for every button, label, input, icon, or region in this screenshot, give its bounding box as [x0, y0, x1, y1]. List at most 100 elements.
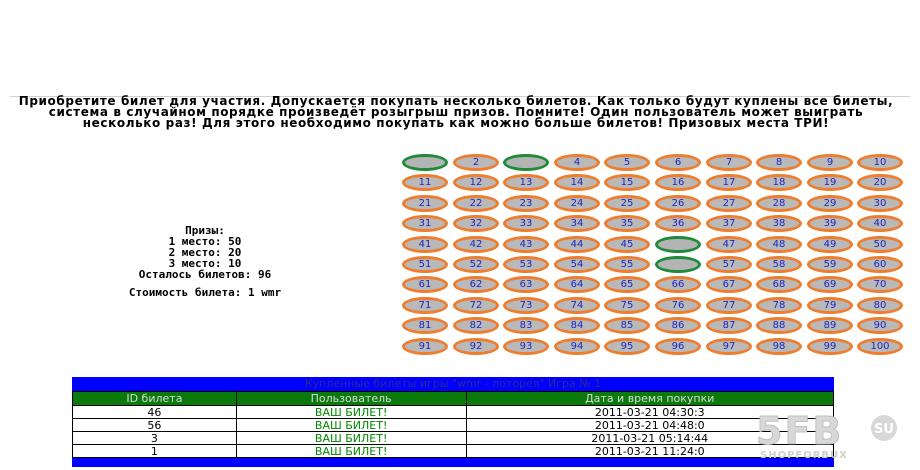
- ticket-81[interactable]: 81: [402, 317, 448, 334]
- ticket-90[interactable]: 90: [857, 317, 903, 334]
- ticket-76[interactable]: 76: [655, 297, 701, 314]
- ticket-67[interactable]: 67: [706, 276, 752, 293]
- ticket-40[interactable]: 40: [857, 215, 903, 232]
- ticket-30[interactable]: 30: [857, 195, 903, 212]
- ticket-5[interactable]: 5: [604, 154, 650, 171]
- ticket-28[interactable]: 28: [756, 195, 802, 212]
- ticket-18[interactable]: 18: [756, 174, 802, 191]
- ticket-70[interactable]: 70: [857, 276, 903, 293]
- ticket-4[interactable]: 4: [554, 154, 600, 171]
- ticket-price: Стоимость билета: 1 wmr: [128, 286, 282, 299]
- ticket-51[interactable]: 51: [402, 256, 448, 273]
- ticket-6[interactable]: 6: [655, 154, 701, 171]
- ticket-74[interactable]: 74: [554, 297, 600, 314]
- ticket-45[interactable]: 45: [604, 236, 650, 253]
- ticket-96[interactable]: 96: [655, 338, 701, 355]
- ticket-42[interactable]: 42: [453, 236, 499, 253]
- ticket-7[interactable]: 7: [706, 154, 752, 171]
- ticket-32[interactable]: 32: [453, 215, 499, 232]
- ticket-99[interactable]: 99: [807, 338, 853, 355]
- ticket-72[interactable]: 72: [453, 297, 499, 314]
- ticket-31[interactable]: 31: [402, 215, 448, 232]
- cell-id: 46: [72, 405, 237, 419]
- ticket-9[interactable]: 9: [807, 154, 853, 171]
- ticket-33[interactable]: 33: [503, 215, 549, 232]
- ticket-60[interactable]: 60: [857, 256, 903, 273]
- ticket-20[interactable]: 20: [857, 174, 903, 191]
- ticket-38[interactable]: 38: [756, 215, 802, 232]
- ticket-58[interactable]: 58: [756, 256, 802, 273]
- ticket-34[interactable]: 34: [554, 215, 600, 232]
- ticket-11[interactable]: 11: [402, 174, 448, 191]
- ticket-22[interactable]: 22: [453, 195, 499, 212]
- ticket-41[interactable]: 41: [402, 236, 448, 253]
- ticket-23[interactable]: 23: [503, 195, 549, 212]
- ticket-100[interactable]: 100: [857, 338, 903, 355]
- ticket-43[interactable]: 43: [503, 236, 549, 253]
- ticket-73[interactable]: 73: [503, 297, 549, 314]
- ticket-57[interactable]: 57: [706, 256, 752, 273]
- ticket-59[interactable]: 59: [807, 256, 853, 273]
- ticket-91[interactable]: 91: [402, 338, 448, 355]
- ticket-52[interactable]: 52: [453, 256, 499, 273]
- ticket-97[interactable]: 97: [706, 338, 752, 355]
- ticket-53[interactable]: 53: [503, 256, 549, 273]
- ticket-75[interactable]: 75: [604, 297, 650, 314]
- ticket-14[interactable]: 14: [554, 174, 600, 191]
- ticket-79[interactable]: 79: [807, 297, 853, 314]
- ticket-39[interactable]: 39: [807, 215, 853, 232]
- ticket-65[interactable]: 65: [604, 276, 650, 293]
- ticket-94[interactable]: 94: [554, 338, 600, 355]
- ticket-12[interactable]: 12: [453, 174, 499, 191]
- ticket-61[interactable]: 61: [402, 276, 448, 293]
- ticket-89[interactable]: 89: [807, 317, 853, 334]
- ticket-49[interactable]: 49: [807, 236, 853, 253]
- ticket-8[interactable]: 8: [756, 154, 802, 171]
- ticket-66[interactable]: 66: [655, 276, 701, 293]
- ticket-78[interactable]: 78: [756, 297, 802, 314]
- ticket-26[interactable]: 26: [655, 195, 701, 212]
- ticket-17[interactable]: 17: [706, 174, 752, 191]
- ticket-36[interactable]: 36: [655, 215, 701, 232]
- ticket-54[interactable]: 54: [554, 256, 600, 273]
- ticket-95[interactable]: 95: [604, 338, 650, 355]
- ticket-29[interactable]: 29: [807, 195, 853, 212]
- cell-id: 56: [72, 418, 237, 432]
- ticket-86[interactable]: 86: [655, 317, 701, 334]
- ticket-13[interactable]: 13: [503, 174, 549, 191]
- ticket-88[interactable]: 88: [756, 317, 802, 334]
- ticket-44[interactable]: 44: [554, 236, 600, 253]
- ticket-19[interactable]: 19: [807, 174, 853, 191]
- ticket-21[interactable]: 21: [402, 195, 448, 212]
- ticket-69[interactable]: 69: [807, 276, 853, 293]
- ticket-62[interactable]: 62: [453, 276, 499, 293]
- ticket-85[interactable]: 85: [604, 317, 650, 334]
- ticket-48[interactable]: 48: [756, 236, 802, 253]
- ticket-64[interactable]: 64: [554, 276, 600, 293]
- ticket-15[interactable]: 15: [604, 174, 650, 191]
- ticket-10[interactable]: 10: [857, 154, 903, 171]
- ticket-35[interactable]: 35: [604, 215, 650, 232]
- ticket-55[interactable]: 55: [604, 256, 650, 273]
- ticket-93[interactable]: 93: [503, 338, 549, 355]
- ticket-37[interactable]: 37: [706, 215, 752, 232]
- ticket-47[interactable]: 47: [706, 236, 752, 253]
- ticket-83[interactable]: 83: [503, 317, 549, 334]
- ticket-92[interactable]: 92: [453, 338, 499, 355]
- ticket-50[interactable]: 50: [857, 236, 903, 253]
- ticket-80[interactable]: 80: [857, 297, 903, 314]
- ticket-63[interactable]: 63: [503, 276, 549, 293]
- ticket-68[interactable]: 68: [756, 276, 802, 293]
- ticket-87[interactable]: 87: [706, 317, 752, 334]
- ticket-82[interactable]: 82: [453, 317, 499, 334]
- ticket-27[interactable]: 27: [706, 195, 752, 212]
- ticket-16[interactable]: 16: [655, 174, 701, 191]
- ticket-84[interactable]: 84: [554, 317, 600, 334]
- ticket-25[interactable]: 25: [604, 195, 650, 212]
- ticket-24[interactable]: 24: [554, 195, 600, 212]
- ticket-2[interactable]: 2: [453, 154, 499, 171]
- ticket-98[interactable]: 98: [756, 338, 802, 355]
- ticket-71[interactable]: 71: [402, 297, 448, 314]
- ticket-77[interactable]: 77: [706, 297, 752, 314]
- logo-suffix: SU: [874, 422, 894, 437]
